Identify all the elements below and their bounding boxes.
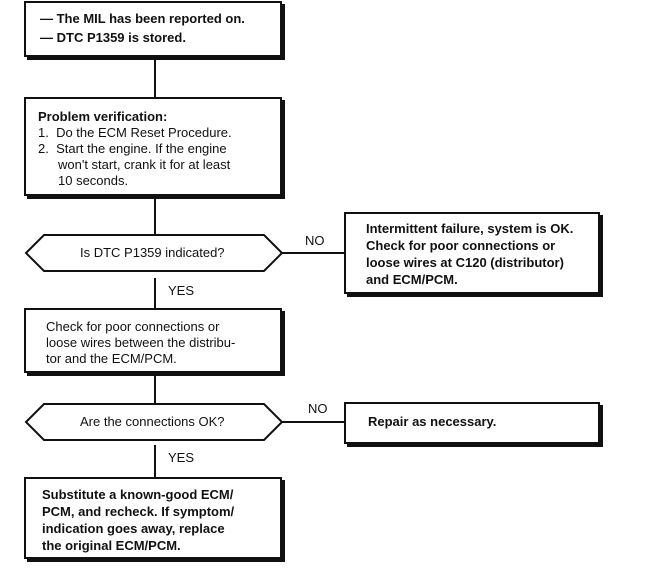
intermittent-line-2: Check for poor connections or — [366, 238, 556, 253]
decision1-yes-label: YES — [168, 283, 195, 298]
intermittent-failure-box: Intermittent failure, system is OK. Chec… — [344, 212, 600, 294]
intermittent-line-4: and ECM/PCM. — [366, 272, 458, 287]
connector-check-to-decision2 — [154, 373, 156, 403]
connector-verification-to-decision1 — [154, 196, 156, 234]
connector-decision1-no — [282, 252, 344, 254]
intermittent-line-3: loose wires at C120 (distributor) — [366, 255, 564, 270]
verification-heading: Problem verification: — [38, 109, 168, 124]
decision2-no-label: NO — [308, 401, 328, 416]
verification-step-1: 1. Do the ECM Reset Procedure. — [38, 125, 232, 140]
final-line-1: Substitute a known-good ECM/ — [42, 487, 234, 502]
check-line-1: Check for poor connections or — [46, 319, 220, 334]
substitute-ecm-box: Substitute a known-good ECM/ PCM, and re… — [24, 477, 282, 559]
intermittent-line-1: Intermittent failure, system is OK. — [366, 221, 574, 236]
start-line-1: — The MIL has been reported on. — [40, 11, 245, 26]
decision1-question: Is DTC P1359 indicated? — [80, 245, 225, 260]
verification-step-2: 2. Start the engine. If the engine — [38, 141, 227, 156]
connector-decision2-no — [282, 421, 344, 423]
repair-box: Repair as necessary. — [344, 402, 600, 444]
check-line-3: tor and the ECM/PCM. — [46, 351, 177, 366]
start-line-2: — DTC P1359 is stored. — [40, 30, 186, 45]
problem-verification-box: Problem verification: 1. Do the ECM Rese… — [24, 97, 282, 196]
start-condition-box: — The MIL has been reported on. — DTC P1… — [24, 1, 282, 57]
verification-step-2-cont: won't start, crank it for at least — [58, 157, 231, 172]
decision2-yes-label: YES — [168, 450, 195, 465]
decision1-shape — [24, 234, 284, 272]
verification-step-2-cont2: 10 seconds. — [58, 173, 129, 188]
decision2-question: Are the connections OK? — [80, 414, 225, 429]
decision1-no-label: NO — [305, 233, 325, 248]
connector-decision2-to-final — [154, 445, 156, 477]
final-line-2: PCM, and recheck. If symptom/ — [42, 504, 235, 519]
connector-decision1-to-check — [154, 278, 156, 308]
final-line-3: indication goes away, replace — [42, 521, 225, 536]
check-line-2: loose wires between the distribu- — [46, 335, 236, 350]
decision2-shape — [24, 403, 284, 441]
connector-start-to-verification — [154, 57, 156, 97]
check-connections-box: Check for poor connections or loose wire… — [24, 308, 282, 373]
final-line-4: the original ECM/PCM. — [42, 538, 181, 553]
repair-text: Repair as necessary. — [368, 414, 497, 429]
